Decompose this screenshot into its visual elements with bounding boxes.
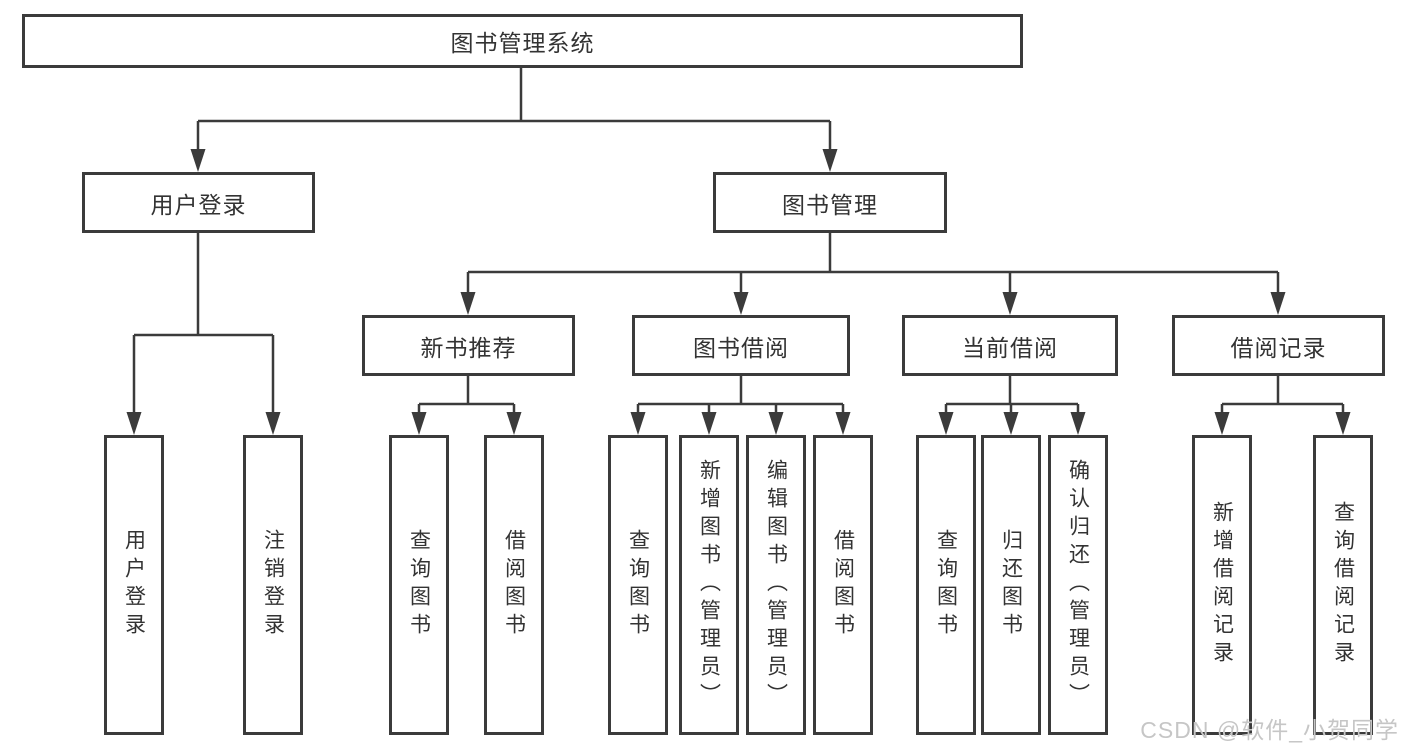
node-root: 图书管理系统 [22, 14, 1023, 68]
leaf-edit-books-admin: 编辑图书（管理员） [746, 435, 806, 735]
leaf-query-books-rec: 查询图书 [389, 435, 449, 735]
node-book-management: 图书管理 [713, 172, 947, 233]
node-book-borrow: 图书借阅 [632, 315, 850, 376]
node-current-borrow: 当前借阅 [902, 315, 1118, 376]
leaf-query-books-borrow: 查询图书 [608, 435, 668, 735]
leaf-add-books-admin: 新增图书（管理员） [679, 435, 739, 735]
leaf-borrow-books-rec: 借阅图书 [484, 435, 544, 735]
leaf-logout: 注销登录 [243, 435, 303, 735]
leaf-query-borrow-record: 查询借阅记录 [1313, 435, 1373, 735]
leaf-add-borrow-record: 新增借阅记录 [1192, 435, 1252, 735]
leaf-query-books-current: 查询图书 [916, 435, 976, 735]
watermark-text: CSDN @软件_小贺同学 [1140, 717, 1399, 743]
node-new-book-recommend: 新书推荐 [362, 315, 575, 376]
node-borrow-records: 借阅记录 [1172, 315, 1385, 376]
leaf-return-books: 归还图书 [981, 435, 1041, 735]
node-user-login: 用户登录 [82, 172, 315, 233]
leaf-user-login: 用户登录 [104, 435, 164, 735]
leaf-confirm-return-admin: 确认归还（管理员） [1048, 435, 1108, 735]
leaf-borrow-books: 借阅图书 [813, 435, 873, 735]
